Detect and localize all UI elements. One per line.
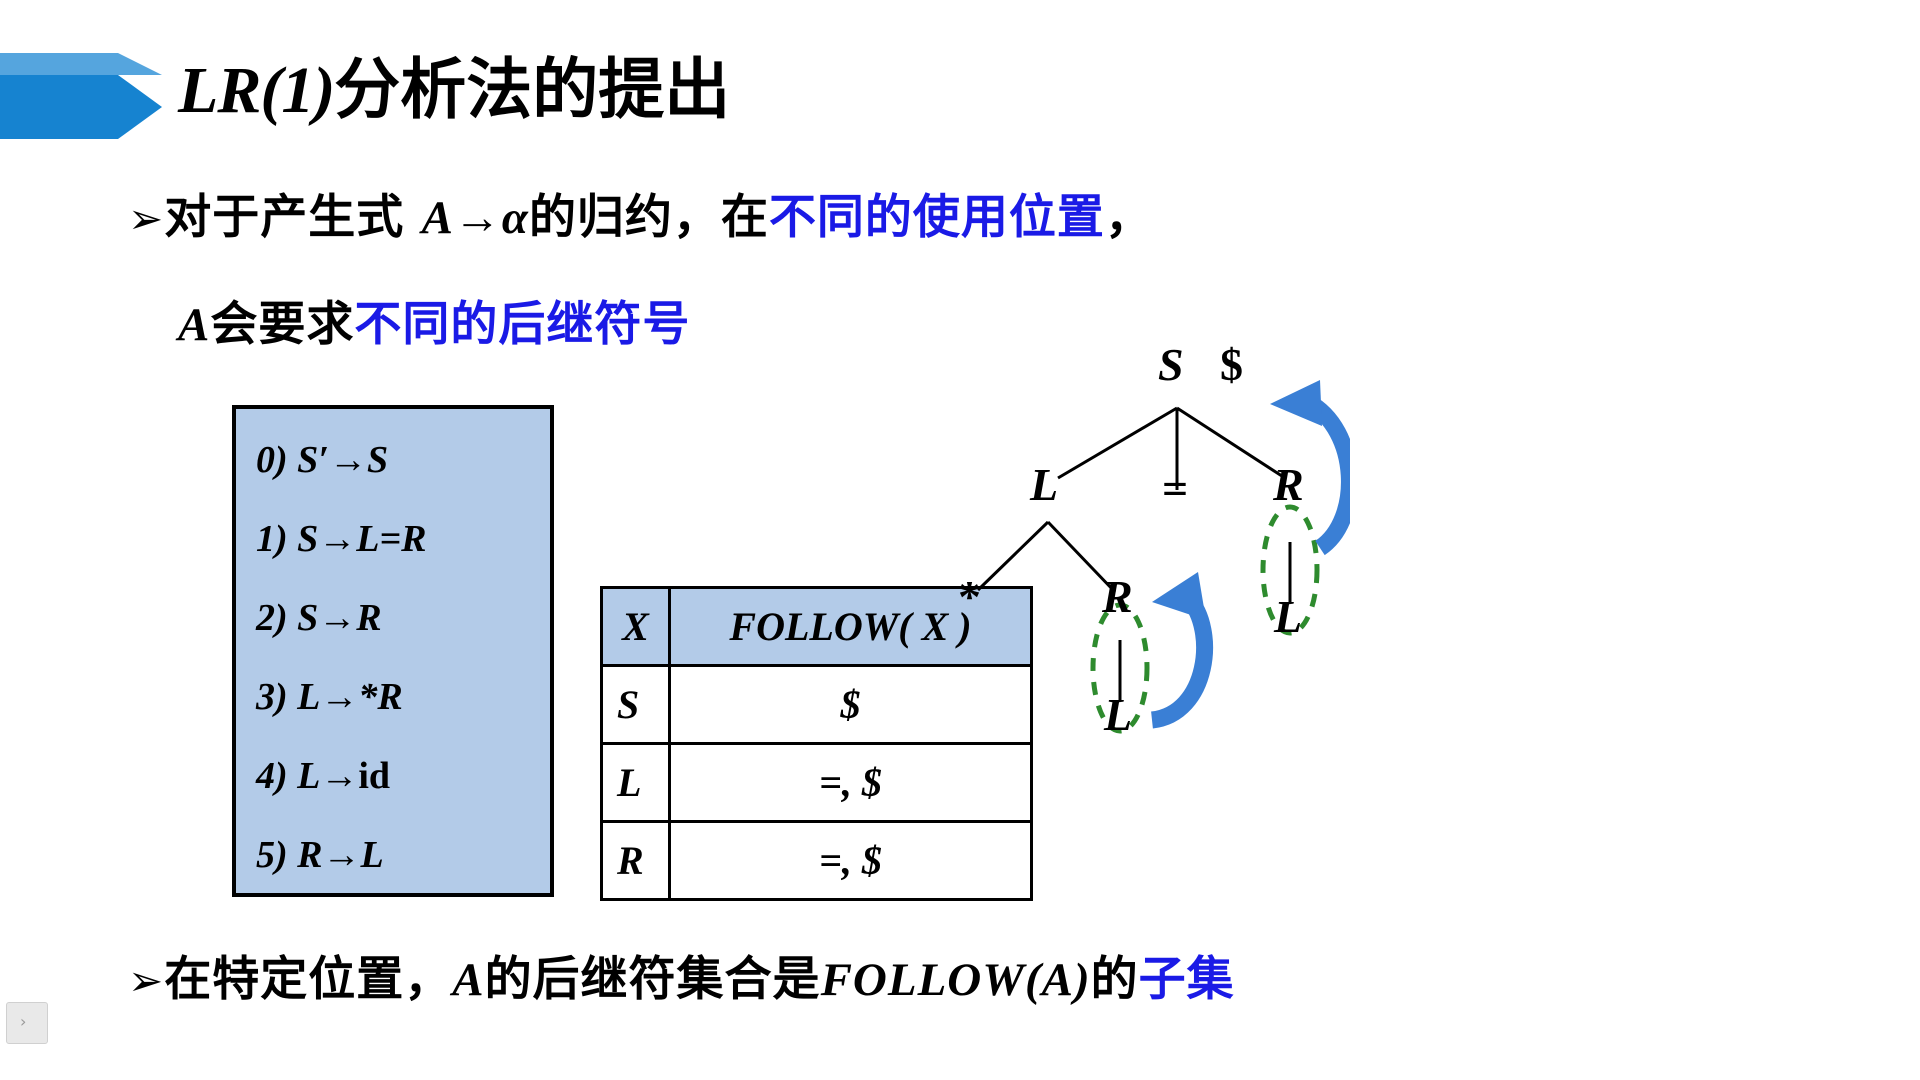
cell-symbol: R (600, 820, 671, 901)
rule-arrow-icon: → (322, 834, 361, 876)
bullet-2-text-b: 的后继符集合是 (484, 952, 821, 1007)
rule-rhs: id (358, 755, 391, 797)
rule-lhs: L (297, 755, 321, 797)
bullet-1-symbol-A: A (178, 299, 211, 351)
table-row: S $ (600, 664, 1033, 745)
table-row: R =, $ (600, 820, 1033, 901)
grammar-rule-0: 0) S′→S (256, 421, 556, 500)
column-header-follow: FOLLOW( X ) (668, 586, 1033, 667)
cell-follow-set: =, $ (668, 742, 1033, 823)
rule-lhs: L (297, 676, 321, 718)
cell-symbol: L (600, 742, 671, 823)
rule-number: 5) (256, 834, 288, 876)
rule-arrow-icon: → (320, 676, 359, 718)
tree-node-equals: = (1162, 463, 1189, 514)
title-arrow-shape (0, 53, 162, 139)
column-header-x: X (600, 586, 671, 667)
grammar-rule-4: 4) L→id (256, 737, 556, 816)
arrow-r-to-dollar (1270, 380, 1358, 556)
bullet-1-line-2: A会要求不同的后继符号 (178, 285, 690, 354)
bullet-2-follow: FOLLOW(A) (820, 954, 1091, 1006)
bullet-1-text-d: 会要求 (210, 297, 355, 352)
grammar-rules-box: 0) S′→S 1) S→L=R 2) S→R 3) L→*R 4) L→id … (232, 405, 554, 897)
bullet-2-line: ➢在特定位置，A的后继符集合是FOLLOW(A)的子集 (128, 940, 1235, 1009)
cell-follow-set: $ (668, 664, 1033, 745)
bullet-1-production: A→α (421, 192, 529, 244)
grammar-rule-2: 2) S→R (256, 579, 556, 658)
bullet-1-line-1: ➢对于产生式 A→α的归约，在不同的使用位置， (128, 178, 1153, 247)
tree-edges (976, 406, 1292, 700)
tree-node-L: L (1030, 459, 1059, 510)
cell-symbol: S (600, 664, 671, 745)
rule-number: 1) (256, 518, 288, 560)
rule-lhs: R (297, 834, 323, 876)
bullet-marker-icon: ➢ (128, 194, 165, 243)
table-row: L =, $ (600, 742, 1033, 823)
grammar-rule-3: 3) L→*R (256, 658, 556, 737)
tree-node-star: * (958, 571, 981, 622)
bullet-1-text-a: 对于产生式 (164, 190, 422, 245)
grammar-rules-list: 0) S′→S 1) S→L=R 2) S→R 3) L→*R 4) L→id … (256, 421, 556, 895)
bullet-1-text-c: ， (1104, 190, 1153, 245)
rule-number: 2) (256, 597, 288, 639)
page-title-latin: LR(1) (178, 54, 335, 127)
rule-rhs: *R (358, 676, 403, 718)
highlight-ellipse-right (1260, 504, 1320, 636)
tree-node-R-left: R (1102, 571, 1133, 622)
rule-arrow-icon: → (318, 518, 357, 560)
table-header-row: X FOLLOW( X ) (600, 586, 1033, 667)
bullet-2-symbol-A: A (452, 954, 485, 1006)
grammar-rule-5: 5) R→L (256, 816, 556, 895)
tree-node-L-under-R-right: L (1274, 591, 1303, 642)
tree-node-dollar: $ (1220, 339, 1243, 390)
rule-lhs: S′ (297, 439, 329, 481)
rule-arrow-icon: → (328, 439, 367, 481)
bullet-2-text-c: 的 (1090, 952, 1139, 1007)
rule-arrow-icon: → (320, 755, 359, 797)
tree-node-R-right: R (1273, 459, 1304, 510)
tree-node-root: S (1158, 339, 1184, 390)
bullet-1-highlight-2: 不同的后继符号 (354, 297, 691, 352)
rule-rhs: S (366, 439, 389, 481)
next-slide-button[interactable]: › (6, 1002, 48, 1044)
cell-follow-set: =, $ (668, 820, 1033, 901)
bullet-1-highlight: 不同的使用位置 (768, 190, 1105, 245)
rule-lhs: S (297, 597, 319, 639)
chevron-right-icon: › (20, 1012, 27, 1031)
grammar-rule-1: 1) S→L=R (256, 500, 556, 579)
page-title-cjk: 分析法的提出 (334, 51, 731, 128)
rule-number: 3) (256, 676, 288, 718)
arrow-r-to-equals (1150, 572, 1214, 729)
parse-tree-svg (976, 380, 1358, 734)
rule-rhs: R (356, 597, 382, 639)
rule-arrow-icon: → (318, 597, 357, 639)
rule-number: 0) (256, 439, 288, 481)
parse-tree-diagram: S $ L = R * R L L (930, 330, 1358, 750)
follow-set-table: X FOLLOW( X ) S $ L =, $ R =, $ (600, 586, 1033, 901)
rule-rhs: L (360, 834, 384, 876)
tree-node-L-under-R-left: L (1104, 689, 1133, 740)
bullet-2-text-a: 在特定位置， (164, 952, 453, 1007)
rule-number: 4) (256, 755, 288, 797)
rule-lhs: S (297, 518, 319, 560)
rule-rhs: L=R (356, 518, 427, 560)
bullet-2-highlight: 子集 (1138, 952, 1235, 1007)
page-title: LR(1)分析法的提出 (178, 36, 730, 132)
highlight-ellipse-left (1090, 602, 1150, 734)
bullet-marker-icon: ➢ (128, 956, 165, 1005)
bullet-1-text-b: 的归约，在 (528, 190, 769, 245)
